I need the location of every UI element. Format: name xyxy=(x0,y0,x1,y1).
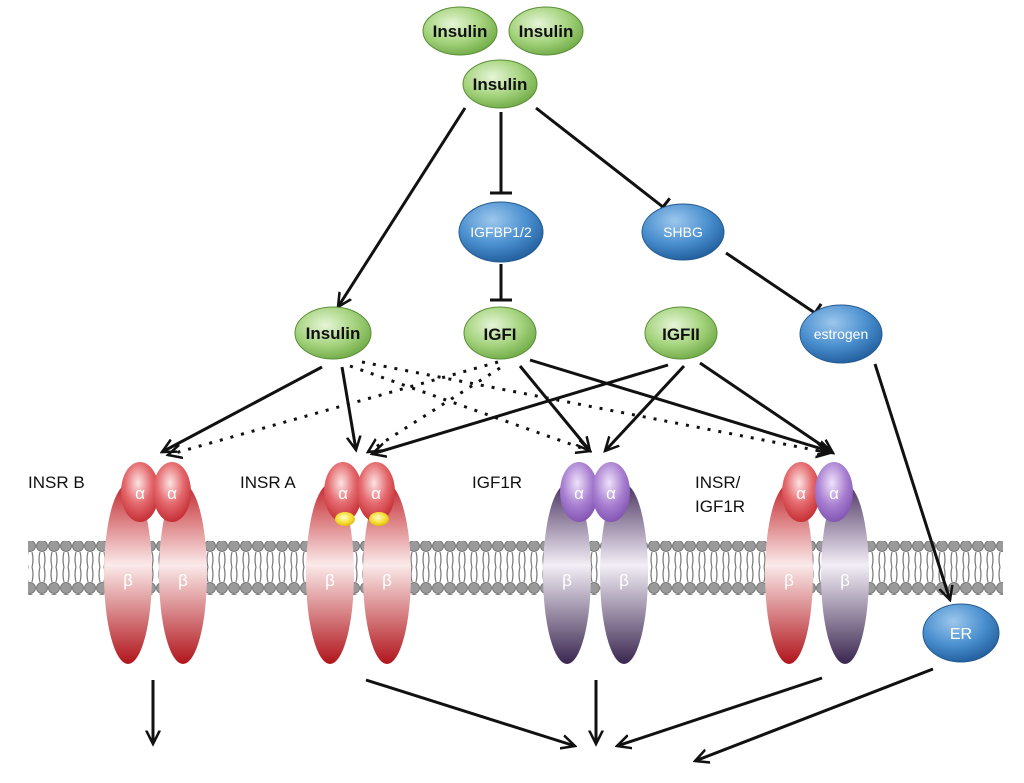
insulin-top-right-label: Insulin xyxy=(519,22,574,41)
igf2-label: IGFII xyxy=(662,325,700,344)
edge-igf1-dotted-to-insr-b xyxy=(168,360,499,455)
igf1r-beta-right: β xyxy=(619,571,629,590)
edge-hybrid-downstream xyxy=(617,676,823,746)
hybrid-beta-left: β xyxy=(784,571,794,590)
er-label: ER xyxy=(950,626,972,643)
insulin-mid-label: Insulin xyxy=(306,324,361,343)
igfbp-node: IGFBP1/2 xyxy=(458,201,544,263)
hybrid-beta-right: β xyxy=(840,571,850,590)
edge-igf1-dotted-to-insr-a xyxy=(368,366,501,452)
hybrid-label-line1: INSR/ xyxy=(695,473,741,492)
igf1-label: IGFI xyxy=(483,325,516,344)
insr-b-label: INSR B xyxy=(28,473,85,492)
igf1r-alpha-right: α xyxy=(606,484,616,503)
edge-insulin-inhibits-shbg xyxy=(535,106,671,217)
edge-estrogen-to-er xyxy=(873,363,950,600)
hybrid-alpha-right: α xyxy=(829,484,839,503)
edge-igf1-to-hybrid xyxy=(529,358,832,452)
insulin-top-left-node: Insulin xyxy=(422,6,498,56)
insr-a-binding-site-left xyxy=(335,512,355,526)
shbg-node: SHBG xyxy=(641,203,725,261)
edge-insr-a-downstream xyxy=(365,678,575,746)
insr-b-receptor: INSR B α α β β xyxy=(28,462,207,664)
igf1r-label: IGF1R xyxy=(472,473,522,492)
insr-b-alpha-right: α xyxy=(167,484,177,503)
insulin-top-left-label: Insulin xyxy=(433,22,488,41)
edge-er-downstream xyxy=(695,667,934,761)
edge-igf2-to-igf1r xyxy=(605,364,686,451)
shbg-label: SHBG xyxy=(663,224,703,240)
edge-insulin-dotted-to-hybrid xyxy=(361,360,830,453)
insr-a-alpha-left: α xyxy=(338,484,348,503)
insr-a-binding-site-right xyxy=(369,512,389,526)
edge-insulin-to-insulin-mid xyxy=(338,107,467,307)
insr-b-alpha-left: α xyxy=(135,484,145,503)
insulin-mid-node: Insulin xyxy=(294,306,372,360)
insulin-top-center-label: Insulin xyxy=(473,75,528,94)
igfbp-label: IGFBP1/2 xyxy=(470,224,532,240)
igf1r-beta-left: β xyxy=(562,571,572,590)
er-node: ER xyxy=(922,603,1000,663)
edge-insulin-to-insr-b xyxy=(162,365,323,454)
hybrid-label-line2: IGF1R xyxy=(695,497,745,516)
edge-igf2-to-insr-a xyxy=(372,363,669,454)
insr-a-beta-right: β xyxy=(382,571,392,590)
insr-a-label: INSR A xyxy=(240,473,296,492)
igf1-node: IGFI xyxy=(463,306,537,360)
insr-b-beta-left: β xyxy=(123,571,133,590)
insulin-top-center-node: Insulin xyxy=(462,59,538,109)
insr-b-beta-right: β xyxy=(178,571,188,590)
insr-a-beta-left: β xyxy=(325,571,335,590)
insulin-top-right-node: Insulin xyxy=(508,6,584,56)
edge-shbg-inhibits-estrogen xyxy=(725,251,823,323)
estrogen-label: estrogen xyxy=(814,326,868,342)
edge-igf2-to-hybrid xyxy=(699,361,833,453)
hybrid-alpha-left: α xyxy=(796,484,806,503)
edge-igf1-to-igf1r xyxy=(518,365,590,451)
insr-igf1r-hybrid-receptor: INSR/ IGF1R α α β β xyxy=(695,462,869,664)
insr-a-receptor: INSR A α α β β xyxy=(240,462,411,664)
igf2-node: IGFII xyxy=(644,306,718,360)
igf1r-receptor: IGF1R α α β β xyxy=(472,462,648,664)
igf1r-alpha-left: α xyxy=(574,484,584,503)
estrogen-node: estrogen xyxy=(799,304,883,364)
edge-insulin-to-insr-a xyxy=(340,366,356,450)
insr-a-alpha-right: α xyxy=(371,484,381,503)
